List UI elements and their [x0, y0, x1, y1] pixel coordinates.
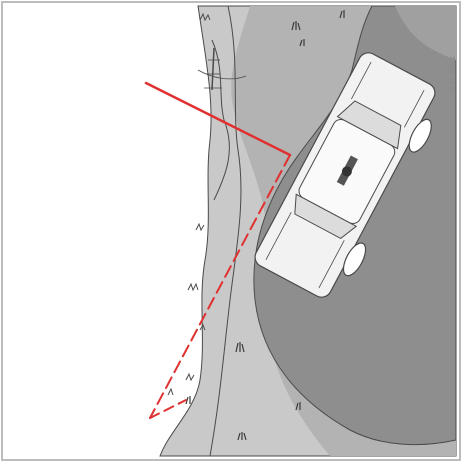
figure-code: 5190-1187	[448, 56, 456, 94]
